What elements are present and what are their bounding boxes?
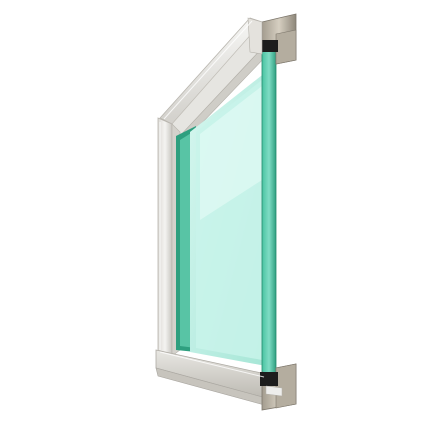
top-seal (262, 40, 278, 52)
top-frame-rail (159, 17, 269, 147)
bottom-seal (260, 372, 278, 386)
frame-highlights (159, 20, 265, 378)
top-right-profile (247, 13, 297, 65)
bottom-right-profile (260, 363, 297, 411)
glass-edge (261, 47, 277, 377)
glass-pane (190, 72, 266, 366)
